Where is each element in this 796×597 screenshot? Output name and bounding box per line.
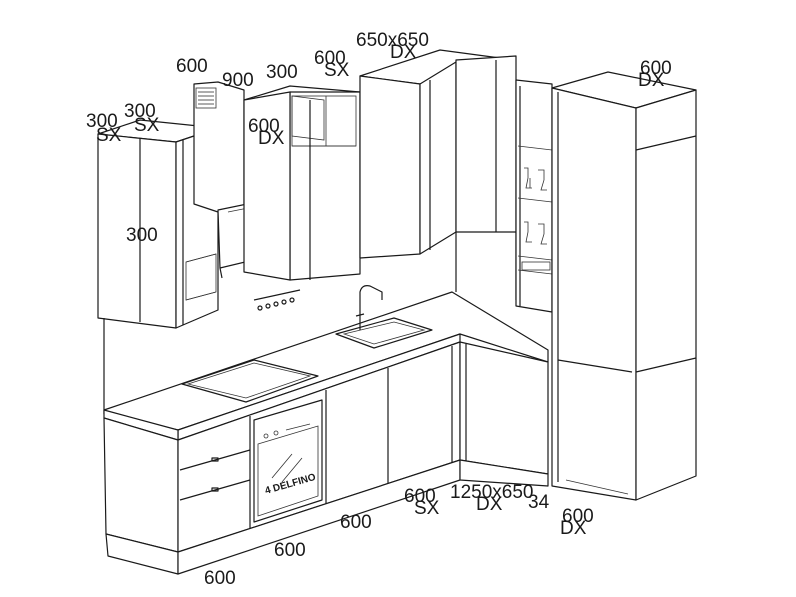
hob bbox=[181, 359, 319, 403]
dim-corner-wall: 650x650 bbox=[356, 30, 429, 51]
dim-base-w1-side: SX bbox=[414, 498, 440, 519]
dim-corner-base: 1250x650 bbox=[450, 482, 533, 503]
dim-wall-cab-lower-side: DX bbox=[258, 128, 285, 149]
dim-filler: 34 bbox=[528, 492, 550, 513]
corner-wall-cabinet bbox=[359, 49, 517, 259]
dim-tall-side: DX bbox=[638, 70, 665, 91]
dim-wall-cab-side: SX bbox=[324, 60, 350, 81]
open-shelf-unit bbox=[515, 79, 553, 313]
utensil-rail bbox=[253, 289, 301, 311]
dim-side-panel-h: 300 bbox=[126, 225, 158, 246]
dim-wall-cab-lower-w: 600 bbox=[248, 116, 280, 137]
towel-rail-icon bbox=[521, 261, 551, 271]
dim-corner-wall-side: DX bbox=[390, 42, 417, 63]
dim-hood-w: 600 bbox=[176, 56, 208, 77]
corner-base-cabinet bbox=[459, 341, 549, 487]
worktop bbox=[103, 291, 549, 441]
dimension-labels: 300 SX 300 SX 600 900 300 600 SX 600 DX … bbox=[86, 30, 672, 589]
dim-tall-base-w: 600 bbox=[562, 506, 594, 527]
tall-cabinet bbox=[551, 71, 697, 501]
dim-open-shelf-w: 300 bbox=[266, 62, 298, 83]
dim-dish-base-w: 600 bbox=[340, 512, 372, 533]
tap-icon bbox=[355, 285, 383, 330]
dim-top-left-w2-side: SX bbox=[134, 115, 160, 136]
dim-wall-cab-w: 600 bbox=[314, 48, 346, 69]
dim-corner-base-side: DX bbox=[476, 494, 503, 515]
dim-oven-base-w: 600 bbox=[274, 540, 306, 561]
sink bbox=[335, 317, 433, 349]
dim-hood-d: 900 bbox=[222, 70, 254, 91]
dim-tall-base-side: DX bbox=[560, 518, 587, 539]
base-cabinets: 4 DELFINO bbox=[103, 341, 461, 575]
dim-top-left-w2: 300 bbox=[124, 101, 156, 122]
dim-top-left-w1-side: SX bbox=[96, 125, 122, 146]
dim-base-w1: 600 bbox=[404, 486, 436, 507]
dim-tall-w: 600 bbox=[640, 58, 672, 79]
dim-drawer-base-w: 600 bbox=[204, 568, 236, 589]
dim-top-left-w1: 300 bbox=[86, 111, 118, 132]
drawer-handle-icon bbox=[211, 457, 219, 462]
middle-wall-cabinets bbox=[243, 85, 361, 281]
wine-glass-icon bbox=[524, 167, 547, 245]
